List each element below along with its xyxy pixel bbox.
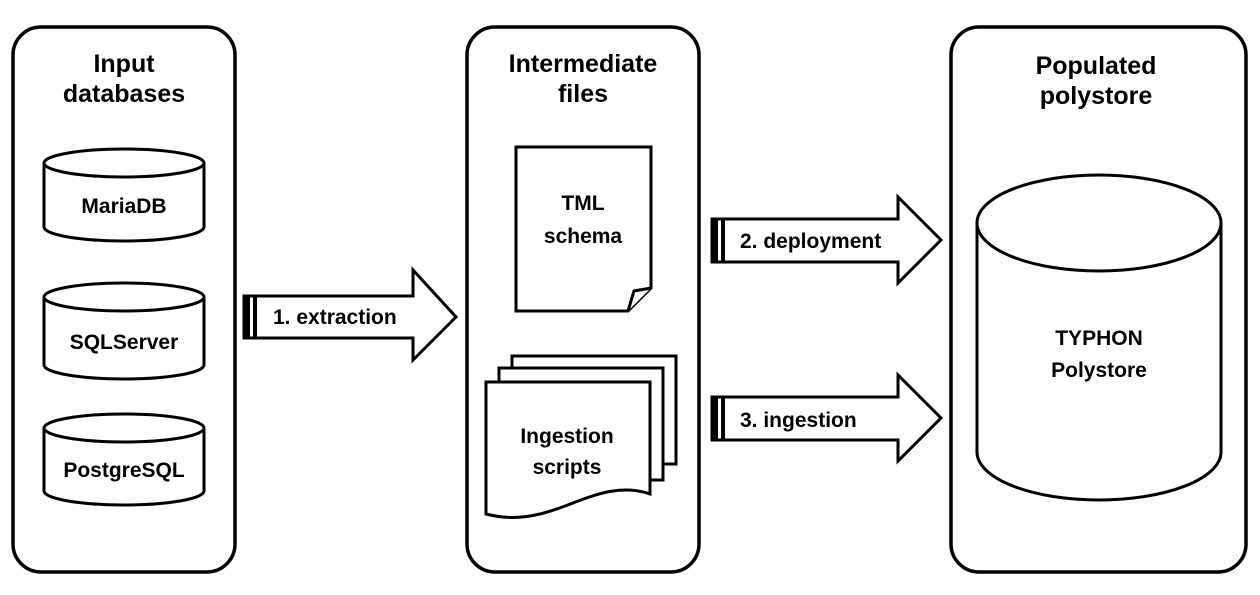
mariadb-database-icon: MariaDB — [42, 147, 206, 243]
input-panel-title-line2: databases — [63, 80, 185, 108]
intermediate-panel-title-line2: files — [558, 80, 608, 108]
schema-label-line2: schema — [544, 225, 623, 248]
mariadb-label: MariaDB — [81, 195, 166, 218]
postgresql-label: PostgreSQL — [63, 459, 185, 482]
polystore-label-line2: Polystore — [1051, 359, 1147, 382]
polystore-panel-title-line1: Populated — [1036, 52, 1157, 80]
sqlserver-database-icon: SQLServer — [42, 281, 206, 381]
input-panel-title-line1: Input — [93, 50, 155, 78]
deployment-label: 2. deployment — [740, 230, 881, 253]
scripts-documents-icon: Ingestion scripts — [484, 354, 678, 519]
input-databases-panel: Input databases MariaDB SQLServer Postgr… — [11, 25, 237, 574]
extraction-arrow: 1. extraction — [242, 266, 459, 364]
polystore-label-line1: TYPHON — [1055, 327, 1143, 350]
extraction-label: 1. extraction — [273, 306, 397, 329]
ingestion-arrow: 3. ingestion — [710, 371, 944, 465]
polystore-panel-title-line2: polystore — [1040, 82, 1153, 110]
scripts-label-line1: Ingestion — [520, 425, 613, 448]
sqlserver-label: SQLServer — [70, 331, 179, 354]
polystore-database-icon: TYPHON Polystore — [975, 173, 1223, 502]
schema-label-line1: TML — [561, 192, 604, 215]
scripts-label-line2: scripts — [533, 456, 602, 479]
deployment-arrow: 2. deployment — [710, 193, 944, 287]
intermediate-files-panel: Intermediate files TML schema Ingestion … — [465, 25, 701, 574]
postgresql-database-icon: PostgreSQL — [42, 412, 206, 507]
intermediate-panel-title-line1: Intermediate — [509, 50, 658, 78]
schema-document-icon: TML schema — [514, 145, 653, 313]
ingestion-label: 3. ingestion — [740, 409, 857, 432]
populated-polystore-panel: Populated polystore TYPHON Polystore — [949, 25, 1248, 574]
